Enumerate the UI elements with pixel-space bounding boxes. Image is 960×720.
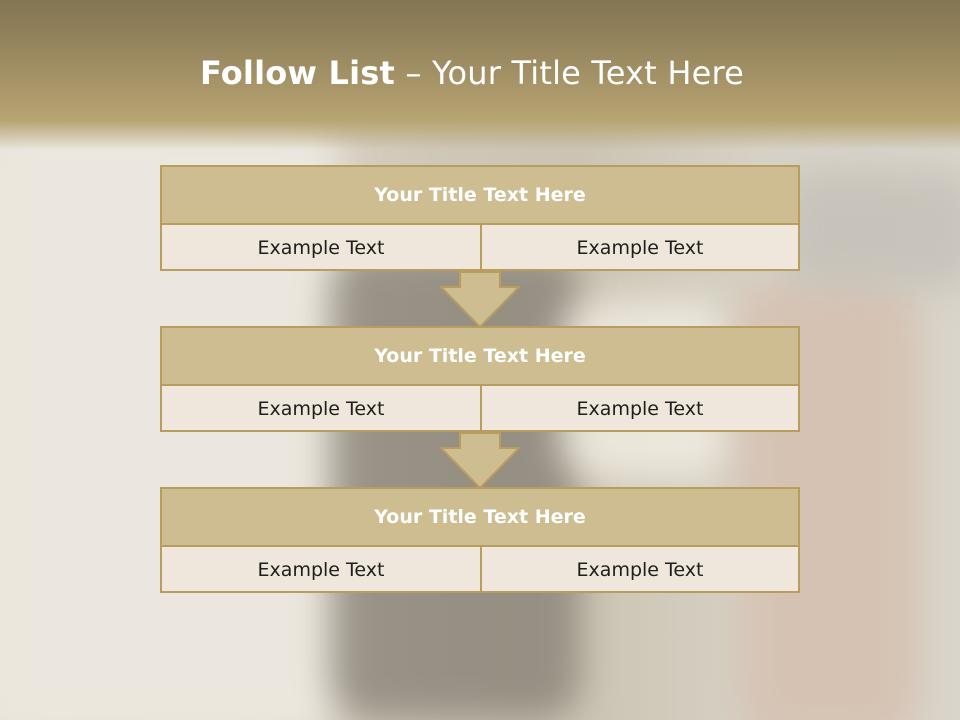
box-cell-right: Example Text — [576, 559, 704, 581]
box-cell-left: Example Text — [162, 386, 482, 432]
box-cell-right: Example Text — [576, 398, 704, 420]
box-cell-left: Example Text — [162, 547, 482, 593]
background-wall-right — [780, 170, 960, 290]
list-box-1: Your Title Text Here Example Text Exampl… — [160, 165, 800, 271]
slide-title-rest: – Your Title Text Here — [395, 54, 745, 92]
list-box-2: Your Title Text Here Example Text Exampl… — [160, 326, 800, 432]
box-title: Your Title Text Here — [162, 489, 798, 547]
box-cell-left: Example Text — [162, 225, 482, 271]
list-box-3: Your Title Text Here Example Text Exampl… — [160, 487, 800, 593]
down-arrow-icon — [440, 271, 520, 329]
box-title: Your Title Text Here — [162, 328, 798, 386]
header-band — [0, 0, 960, 150]
slide-title-bold: Follow List — [199, 54, 396, 92]
slide-title: Follow List – Your Title Text Here — [0, 54, 944, 92]
box-title: Your Title Text Here — [162, 167, 798, 225]
down-arrow-icon — [440, 432, 520, 490]
box-cell-right: Example Text — [576, 237, 704, 259]
